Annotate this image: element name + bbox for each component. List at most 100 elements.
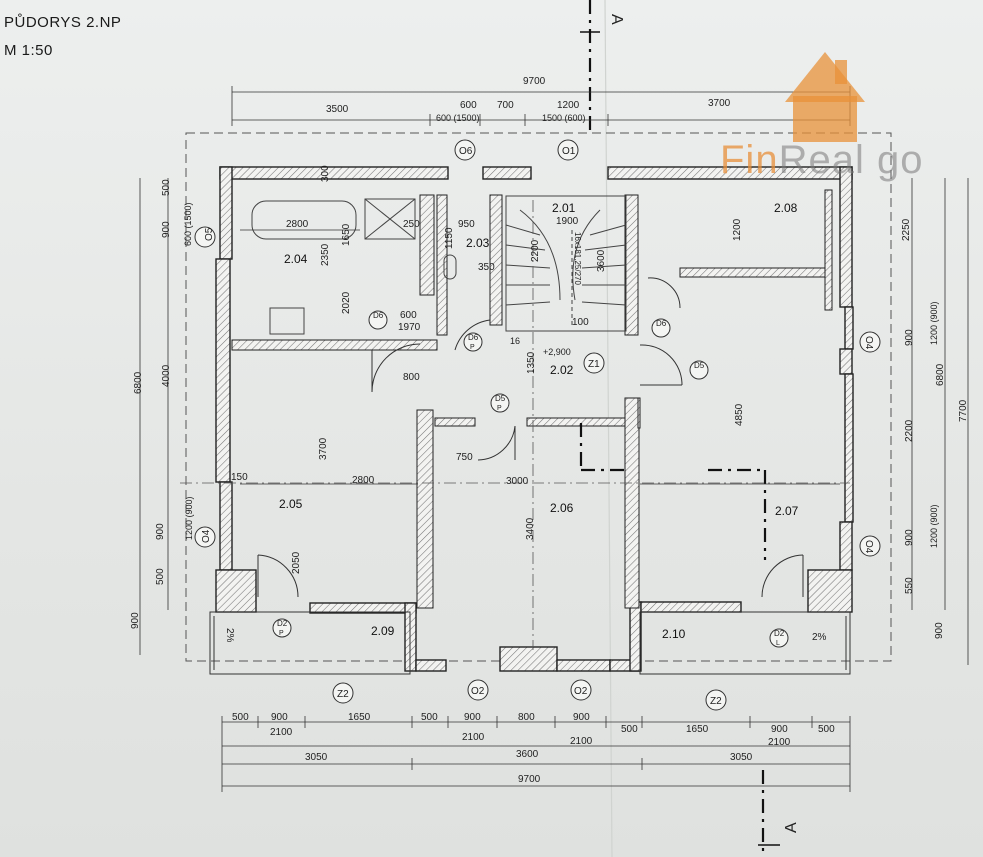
door-label-d6-a: D6 bbox=[373, 311, 384, 320]
dim-top-1200: 1200 bbox=[557, 100, 580, 111]
axis-label-o1: O1 bbox=[562, 146, 576, 157]
dim-inner-3000: 3000 bbox=[506, 476, 529, 487]
dim-bottom-2100-a: 2100 bbox=[270, 727, 293, 738]
dim-inner-750: 750 bbox=[456, 452, 473, 463]
dim-left-900-top: 900 bbox=[161, 221, 172, 238]
door-label-d6-c: D6 bbox=[656, 319, 667, 328]
dim-inner-100: 100 bbox=[572, 317, 589, 328]
dim-inner-1200: 1200 bbox=[732, 218, 743, 241]
plan-scale: M 1:50 bbox=[4, 42, 53, 59]
room-number-2-08: 2.08 bbox=[774, 201, 798, 215]
dim-bottom-500-d: 500 bbox=[818, 724, 835, 735]
dim-left-600-1500: 600 (1500) bbox=[183, 202, 193, 246]
dim-top-600: 600 bbox=[460, 100, 477, 111]
dim-right-900-top: 900 bbox=[904, 329, 915, 346]
door-side-p-3: P bbox=[279, 630, 284, 637]
dim-left-500-bottom: 500 bbox=[155, 568, 166, 585]
finreal-logo-text-gray: Real go bbox=[778, 138, 924, 182]
axis-label-z1: Z1 bbox=[588, 359, 600, 370]
axis-marker-o4-right-bottom bbox=[859, 535, 881, 557]
dim-top-700: 700 bbox=[497, 100, 514, 111]
toilet bbox=[443, 254, 457, 280]
axis-label-o2-right: O2 bbox=[574, 686, 588, 697]
dim-bottom-500-a: 500 bbox=[232, 712, 249, 723]
finreal-logo-text-orange: Fin bbox=[720, 138, 779, 182]
dim-inner-1150: 1150 bbox=[444, 227, 455, 249]
dim-bottom-1650-a: 1650 bbox=[348, 712, 371, 723]
dim-inner-2050: 2050 bbox=[291, 551, 302, 574]
dim-bottom-3600: 3600 bbox=[516, 749, 539, 760]
room-number-2-10: 2.10 bbox=[662, 627, 686, 641]
plan-title: PŮDORYS 2.NP bbox=[4, 14, 122, 31]
dim-inner-1650: 1650 bbox=[341, 223, 352, 246]
dim-bottom-2100-b: 2100 bbox=[462, 732, 485, 743]
door-side-l: L bbox=[776, 640, 780, 647]
dim-inner-1900: 1900 bbox=[556, 216, 579, 227]
room-number-2-07: 2.07 bbox=[775, 504, 799, 518]
axis-marker-o6-top bbox=[454, 139, 476, 161]
washbasin bbox=[269, 307, 305, 335]
dimension-lines bbox=[139, 86, 969, 787]
door-side-p-1: P bbox=[470, 344, 475, 351]
dim-left-1200-900: 1200 (900) bbox=[184, 496, 194, 540]
axis-label-o4-left: O4 bbox=[201, 529, 212, 543]
dim-inner-3400: 3400 bbox=[525, 517, 536, 540]
dim-inner-2350: 2350 bbox=[320, 243, 331, 266]
room-number-2-05: 2.05 bbox=[279, 497, 303, 511]
door-swings bbox=[257, 277, 804, 598]
axis-marker-o4-left bbox=[194, 526, 216, 548]
axis-label-z2-right: Z2 bbox=[710, 696, 722, 707]
dim-inner-250-bath: 250 bbox=[403, 219, 420, 230]
dim-inner-1970-bath: 1970 bbox=[398, 322, 421, 333]
axis-marker-z2-right bbox=[705, 689, 727, 711]
room-number-2-02: 2.02 bbox=[550, 363, 574, 377]
axis-label-z2-left: Z2 bbox=[337, 689, 349, 700]
axis-label-o5: O5 bbox=[204, 227, 215, 241]
axis-marker-z2-left bbox=[332, 682, 354, 704]
stair-count: 16 bbox=[510, 336, 520, 346]
door-tag-d2-right bbox=[769, 628, 789, 648]
door-side-p-2: P bbox=[497, 405, 502, 412]
interior-walls bbox=[231, 189, 833, 609]
room-number-2-06: 2.06 bbox=[550, 501, 574, 515]
dim-bottom-900-a: 900 bbox=[271, 712, 288, 723]
axis-label-o6: O6 bbox=[459, 146, 473, 157]
dim-inner-950: 950 bbox=[458, 219, 475, 230]
section-marker-bottom: A bbox=[783, 822, 800, 833]
dim-bottom-500-c: 500 bbox=[621, 724, 638, 735]
dim-bottom-800: 800 bbox=[518, 712, 535, 723]
dim-bottom-2100-d: 2100 bbox=[768, 737, 791, 748]
dim-top-total: 9700 bbox=[523, 76, 546, 87]
staircase bbox=[505, 195, 627, 332]
level-mark: +2,900 bbox=[543, 347, 571, 357]
finreal-logo-text: FinReal go bbox=[720, 138, 923, 183]
dim-top-3700: 3700 bbox=[708, 98, 731, 109]
dim-inner-300-top: 300 bbox=[320, 165, 331, 182]
dim-bottom-900-d: 900 bbox=[771, 724, 788, 735]
dim-inner-2800-bath: 2800 bbox=[286, 219, 309, 230]
balcony-left bbox=[209, 611, 411, 675]
door-tag-d5-right bbox=[689, 360, 709, 380]
dim-top-3500: 3500 bbox=[326, 104, 349, 115]
dim-right-2250: 2250 bbox=[901, 218, 912, 241]
dim-inner-2800-room: 2800 bbox=[352, 475, 375, 486]
dim-inner-4850: 4850 bbox=[734, 403, 745, 426]
axis-marker-o5 bbox=[194, 226, 216, 248]
exterior-walls bbox=[215, 166, 854, 672]
dim-right-6800: 6800 bbox=[935, 363, 946, 386]
door-tag-d6-wc bbox=[463, 332, 483, 352]
axis-marker-o2-right bbox=[570, 679, 592, 701]
door-tag-d6-right bbox=[651, 318, 671, 338]
axis-marker-o4-right-top bbox=[859, 331, 881, 353]
dim-inner-1350: 1350 bbox=[526, 351, 537, 374]
section-marker-top: A bbox=[608, 14, 625, 25]
door-label-d5-a: D5 bbox=[694, 361, 705, 370]
room-number-2-04: 2.04 bbox=[284, 252, 308, 266]
dim-bottom-900-b: 900 bbox=[464, 712, 481, 723]
dim-left-500-top: 500 bbox=[161, 179, 172, 196]
axis-label-o2-left: O2 bbox=[471, 686, 485, 697]
slope-left: 2% bbox=[224, 628, 235, 643]
axis-label-o4-right-top: O4 bbox=[863, 336, 874, 350]
shower bbox=[364, 198, 416, 240]
